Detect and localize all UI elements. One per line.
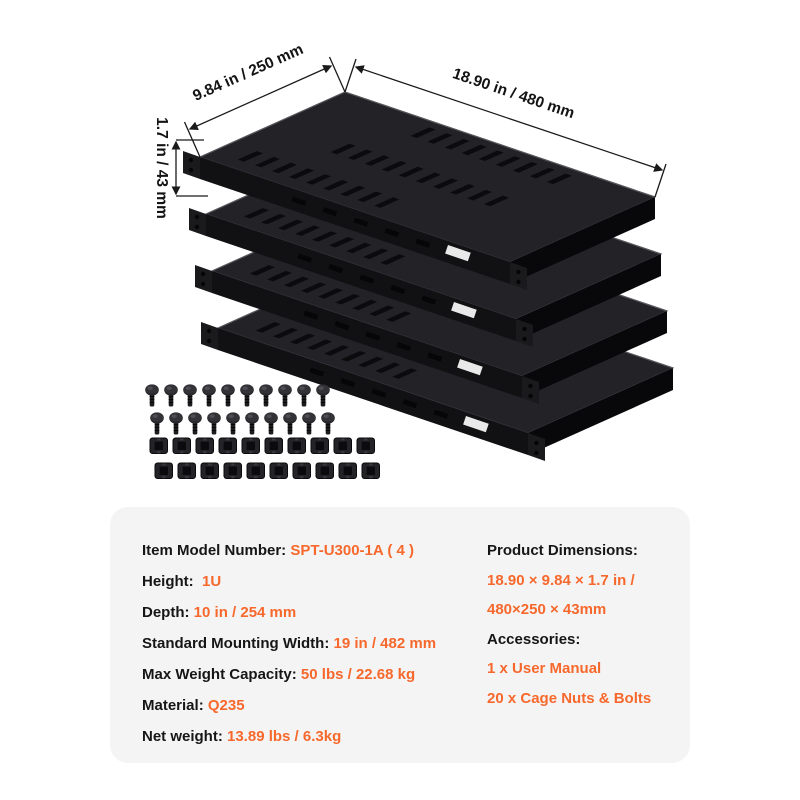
height-dimension-label: 1.7 in / 43 mm xyxy=(153,117,170,219)
spec-card: Item Model Number: SPT-U300-1A ( 4 ) Hei… xyxy=(110,507,690,763)
spec-label: Standard Mounting Width: xyxy=(142,635,334,652)
accessories-heading: Accessories: xyxy=(487,630,581,648)
spec-label: Material: xyxy=(142,697,208,714)
spec-row-material: Material: Q235 xyxy=(142,696,436,715)
spec-row-capacity: Max Weight Capacity: 50 lbs / 22.68 kg xyxy=(142,665,436,684)
spec-row-model: Item Model Number: SPT-U300-1A ( 4 ) xyxy=(142,541,436,560)
product-dimensions-mm: 480×250 × 43mm xyxy=(487,601,607,618)
spec-value: 10 in / 254 mm xyxy=(193,604,297,621)
depth-dimension-label: 9.84 in / 250 mm xyxy=(190,41,306,105)
spec-label: Max Weight Capacity: xyxy=(142,666,301,683)
spec-column-right: Product Dimensions: 18.90 × 9.84 × 1.7 i… xyxy=(487,541,651,708)
rack-shelf-stack xyxy=(182,91,674,462)
spec-value: 1U xyxy=(202,573,222,590)
spec-value: 13.89 lbs / 6.3kg xyxy=(227,728,342,745)
spec-label: Depth: xyxy=(142,604,194,621)
spec-row-depth: Depth: 10 in / 254 mm xyxy=(142,603,436,622)
spec-row-height: Height: 1U xyxy=(142,572,436,591)
spec-label: Item Model Number: xyxy=(142,542,291,559)
spec-label: Net weight: xyxy=(142,728,227,745)
spec-value: 19 in / 482 mm xyxy=(333,635,437,652)
screws-set xyxy=(144,383,336,435)
spec-label: Height: xyxy=(142,573,202,590)
product-dimensions-heading: Product Dimensions: xyxy=(487,542,638,559)
product-illustration: 9.84 in / 250 mm 18.90 in / 480 mm 1.7 i… xyxy=(144,41,674,479)
spec-value: Q235 xyxy=(207,697,245,714)
spec-column-left: Item Model Number: SPT-U300-1A ( 4 ) Hei… xyxy=(142,541,436,746)
dimension-height: 1.7 in / 43 mm xyxy=(153,117,208,219)
product-dimensions-inches: 18.90 × 9.84 × 1.7 in / xyxy=(487,571,635,589)
spec-value: SPT-U300-1A ( 4 ) xyxy=(290,542,415,559)
accessory-user-manual: 1 x User Manual xyxy=(487,660,602,677)
cage-nuts-set xyxy=(149,437,380,479)
spec-row-mounting-width: Standard Mounting Width: 19 in / 482 mm xyxy=(142,634,436,653)
spec-row-net-weight: Net weight: 13.89 lbs / 6.3kg xyxy=(142,727,436,746)
accessory-cage-nuts: 20 x Cage Nuts & Bolts xyxy=(487,689,652,707)
spec-value: 50 lbs / 22.68 kg xyxy=(300,666,416,683)
width-dimension-label: 18.90 in / 480 mm xyxy=(450,65,576,122)
